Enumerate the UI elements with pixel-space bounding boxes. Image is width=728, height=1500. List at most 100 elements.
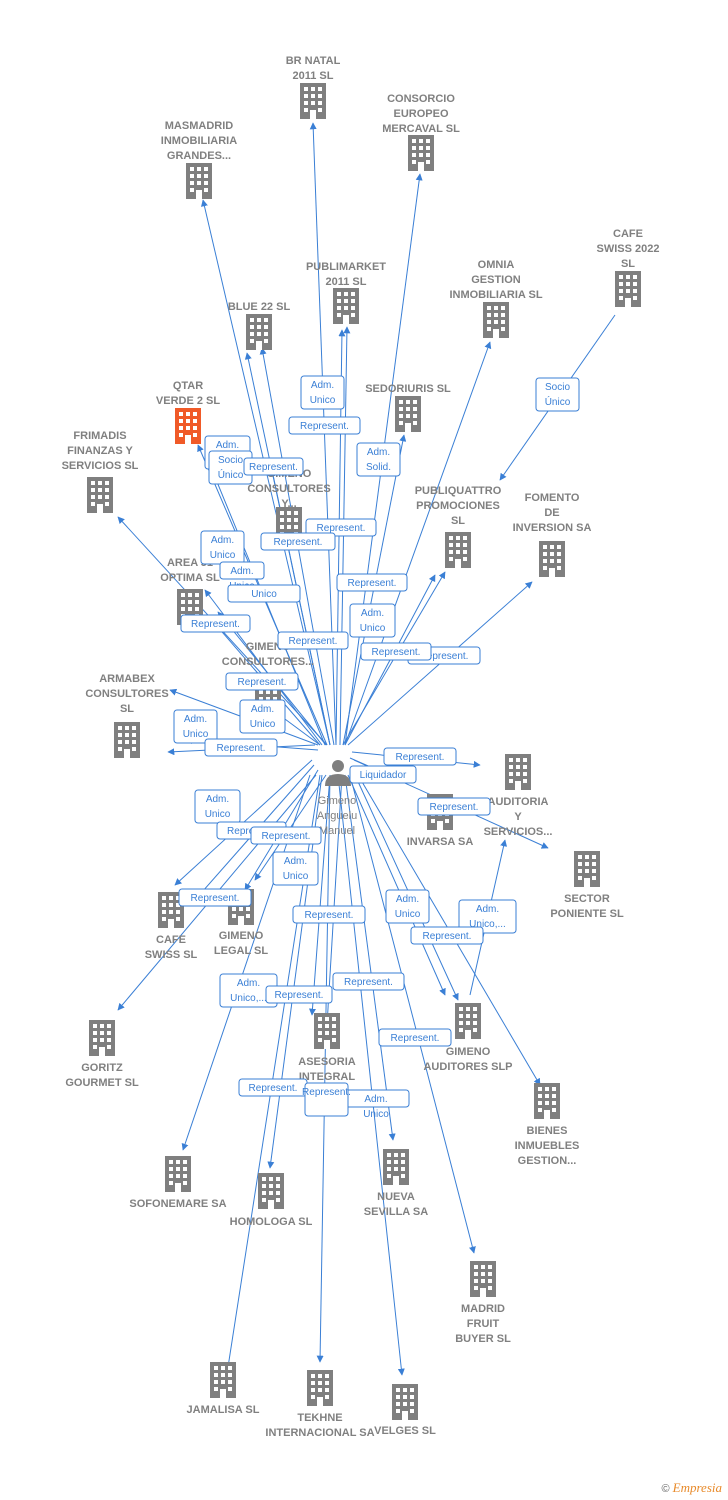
- relation-label[interactable]: Represent.: [277, 631, 349, 650]
- relation-label[interactable]: Adm.Unico: [200, 530, 245, 565]
- company-name-line: INMOBILIARIA SL: [449, 289, 542, 301]
- company-name-line: CONSORCIO: [387, 93, 455, 105]
- relation-label[interactable]: Represent.: [288, 416, 361, 435]
- relation-label[interactable]: Adm.Unico: [239, 699, 286, 734]
- company-node-masmadrid[interactable]: MASMADRIDINMOBILIARIAGRANDES...: [161, 120, 237, 199]
- relation-label[interactable]: Adm.Solid.: [356, 442, 401, 477]
- person-name-line: Gimeno: [318, 795, 357, 807]
- relation-label[interactable]: Represent.: [178, 888, 252, 907]
- relation-label[interactable]: Represent.: [378, 1028, 452, 1047]
- building-icon: [300, 83, 326, 119]
- company-node-velges[interactable]: VELGES SL: [374, 1384, 436, 1437]
- relation-label[interactable]: Represent.: [302, 1082, 351, 1117]
- company-node-bienes[interactable]: BIENESINMUEBLESGESTION...: [515, 1083, 580, 1167]
- relation-label[interactable]: Represent.: [410, 926, 484, 945]
- company-name-line: JAMALISA SL: [187, 1404, 260, 1416]
- relation-label[interactable]: Adm.Unico: [272, 851, 319, 886]
- relation-label[interactable]: Adm.Unico: [349, 603, 396, 638]
- relation-label[interactable]: Represent.: [180, 614, 251, 633]
- relation-label[interactable]: Represent.: [417, 797, 491, 816]
- company-node-asesoria[interactable]: ASESORIAINTEGRAL...: [298, 1013, 356, 1098]
- relation-label[interactable]: Adm.Unico: [173, 709, 218, 744]
- relation-label-box: [535, 377, 580, 412]
- relation-label[interactable]: Represent.: [336, 573, 408, 592]
- relation-label-text: Represent.: [274, 537, 323, 548]
- company-name-line: HOMOLOGA SL: [230, 1216, 313, 1228]
- relation-label-text: Represent.: [217, 743, 266, 754]
- relation-label[interactable]: Represent.: [204, 738, 278, 757]
- relation-label[interactable]: Represent.: [250, 826, 322, 845]
- company-name-line: BLUE 22 SL: [228, 301, 291, 313]
- company-node-homologa[interactable]: HOMOLOGA SL: [230, 1173, 313, 1228]
- company-name-line: SEDORIURIS SL: [365, 383, 451, 395]
- edges-layer: [117, 122, 616, 1381]
- relation-label[interactable]: Represent.: [265, 985, 333, 1004]
- relation-label[interactable]: Adm.Unico: [342, 1089, 410, 1120]
- relation-label[interactable]: Adm.Unico: [194, 789, 241, 824]
- relation-label-text: Adm.: [396, 894, 419, 905]
- relation-label-box: [292, 905, 366, 924]
- relation-label[interactable]: Adm.Unico: [300, 375, 345, 410]
- company-node-sofonemare[interactable]: SOFONEMARE SA: [129, 1156, 227, 1210]
- company-node-sedoriuris[interactable]: SEDORIURIS SL: [365, 383, 451, 432]
- relation-label[interactable]: Represent.: [238, 1078, 308, 1097]
- relation-label[interactable]: Unico: [227, 584, 301, 603]
- building-icon: [258, 1173, 284, 1209]
- building-icon: [574, 851, 600, 887]
- building-icon: [89, 1020, 115, 1056]
- relation-label[interactable]: Represent.: [383, 747, 457, 766]
- company-name-line: LEGAL SL: [214, 945, 268, 957]
- relation-label[interactable]: Adm.Unico,...: [458, 899, 517, 934]
- relation-label-text: Represent.: [344, 977, 393, 988]
- relation-label[interactable]: Represent.: [243, 457, 304, 476]
- building-icon: [505, 754, 531, 790]
- relation-label-text: Represent.: [249, 462, 298, 473]
- relation-label[interactable]: Liquidador: [349, 765, 417, 784]
- relation-label[interactable]: Represent.: [260, 532, 336, 551]
- relation-label[interactable]: Represent.: [225, 672, 299, 691]
- relation-label-box: [260, 532, 336, 551]
- relation-label[interactable]: Adm.Unico: [385, 889, 430, 924]
- company-node-jamalisa[interactable]: JAMALISA SL: [187, 1362, 260, 1416]
- company-node-auditoria[interactable]: AUDITORIAYSERVICIOS...: [484, 754, 553, 838]
- relation-label[interactable]: Represent.: [292, 905, 366, 924]
- footer-credit[interactable]: © Empresia: [661, 1480, 722, 1496]
- relation-label[interactable]: Represent.: [360, 642, 432, 661]
- company-name-line: MASMADRID: [165, 120, 233, 132]
- building-icon: [186, 163, 212, 199]
- company-name-line: ASESORIA: [298, 1056, 356, 1068]
- company-node-gimenocons[interactable]: GIMENOCONSULTORES...: [222, 641, 315, 722]
- company-name-line: BIENES: [527, 1125, 568, 1137]
- relation-label[interactable]: Represent.: [305, 518, 377, 537]
- relation-label-box: [304, 1082, 349, 1117]
- company-node-blue22[interactable]: BLUE 22 SL: [228, 301, 291, 350]
- relation-label-text: Represent.: [305, 910, 354, 921]
- building-icon: [210, 1362, 236, 1398]
- company-node-invarsa[interactable]: INVARSA SA: [407, 794, 474, 848]
- company-name-line: CONSULTORES...: [222, 656, 315, 668]
- relation-label[interactable]: Represent.: [332, 972, 405, 991]
- company-name-line: INVERSION SA: [513, 522, 592, 534]
- relation-label-text: Unico: [251, 589, 277, 600]
